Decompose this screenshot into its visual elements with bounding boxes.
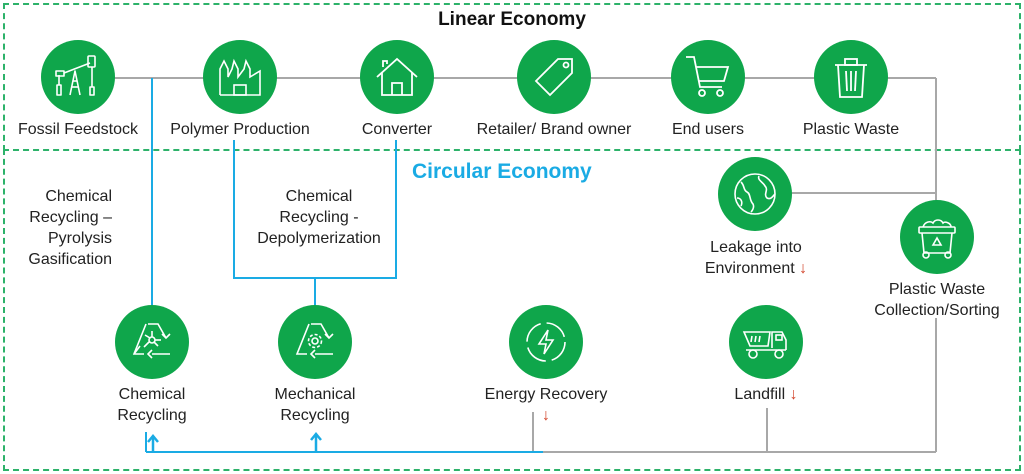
- mechanical-recycling-node[interactable]: [278, 305, 352, 379]
- energy-recovery-node[interactable]: [509, 305, 583, 379]
- leakage-label: Leakage into Environment ↓: [683, 237, 829, 279]
- globe-icon: [734, 173, 776, 215]
- collection-node[interactable]: [900, 200, 974, 274]
- label-line: Plastic Waste: [888, 281, 986, 298]
- retailer-label: Retailer/ Brand owner: [476, 121, 632, 138]
- label-line: Energy Recovery: [484, 386, 608, 403]
- circular-economy-frame: [3, 149, 1021, 471]
- converter-node[interactable]: [360, 40, 434, 114]
- mechanical-recycling-label: Mechanical Recycling: [255, 384, 375, 426]
- circular-economy-title: Circular Economy: [412, 160, 592, 183]
- plastic-waste-node[interactable]: [814, 40, 888, 114]
- mechanical-up-arrow-icon: [310, 432, 322, 452]
- fossil-feedstock-label: Fossil Feedstock: [17, 121, 139, 138]
- note-line: Pyrolysis: [47, 230, 112, 247]
- note-line: Recycling -: [279, 209, 359, 226]
- energy-cycle-icon: [526, 322, 566, 362]
- decrease-arrow-icon: ↓: [542, 407, 550, 424]
- label-line: Recycling: [117, 407, 187, 424]
- chemical-recycling-node[interactable]: [115, 305, 189, 379]
- note-line: Chemical: [285, 188, 353, 205]
- retailer-node[interactable]: [517, 40, 591, 114]
- chemical-recycling-label: Chemical Recycling: [92, 384, 212, 426]
- dump-truck-icon: [742, 331, 787, 359]
- note-line: Depolymerization: [257, 230, 381, 247]
- linear-economy-title: Linear Economy: [438, 9, 586, 30]
- label-line: Leakage into: [710, 239, 802, 256]
- decrease-arrow-icon: ↓: [799, 260, 808, 277]
- mechanical-recycle-icon: [295, 323, 334, 359]
- decrease-arrow-icon: ↓: [789, 386, 798, 403]
- chemical-up-arrow-icon: [147, 434, 159, 452]
- label-line: Landfill: [734, 386, 786, 403]
- pyrolysis-note: Chemical Recycling – Pyrolysis Gasificat…: [20, 186, 112, 270]
- label-line: Environment: [704, 260, 795, 277]
- leakage-node[interactable]: [718, 157, 792, 231]
- label-line: Mechanical: [274, 386, 356, 403]
- label-line: Chemical: [118, 386, 186, 403]
- polymer-production-label: Polymer Production: [170, 121, 310, 138]
- note-line: Chemical: [45, 188, 112, 205]
- price-tag-icon: [534, 58, 573, 97]
- converter-label: Converter: [361, 121, 433, 138]
- label-line: Recycling: [280, 407, 350, 424]
- end-users-node[interactable]: [671, 40, 745, 114]
- shopping-cart-icon: [686, 56, 730, 97]
- trash-bin-icon: [835, 58, 867, 98]
- landfill-label: Landfill ↓: [706, 384, 826, 405]
- plastic-waste-label: Plastic Waste: [802, 121, 900, 138]
- depolymerization-note: Chemical Recycling - Depolymerization: [244, 186, 394, 249]
- note-line: Gasification: [28, 251, 112, 268]
- label-line: Collection/Sorting: [874, 302, 1000, 319]
- energy-recovery-label: Energy Recovery ↓: [462, 384, 630, 426]
- factory-icon: [219, 58, 261, 96]
- polymer-production-node[interactable]: [203, 40, 277, 114]
- recycling-bin-icon: [918, 219, 956, 259]
- note-line: Recycling –: [29, 209, 112, 226]
- chemical-recycle-icon: [132, 323, 171, 359]
- end-users-label: End users: [671, 121, 745, 138]
- collection-label: Plastic Waste Collection/Sorting: [862, 279, 1012, 321]
- linear-economy-frame: [3, 3, 1021, 151]
- landfill-node[interactable]: [729, 305, 803, 379]
- house-icon: [376, 57, 418, 96]
- oil-pump-icon: [55, 55, 96, 96]
- fossil-feedstock-node[interactable]: [41, 40, 115, 114]
